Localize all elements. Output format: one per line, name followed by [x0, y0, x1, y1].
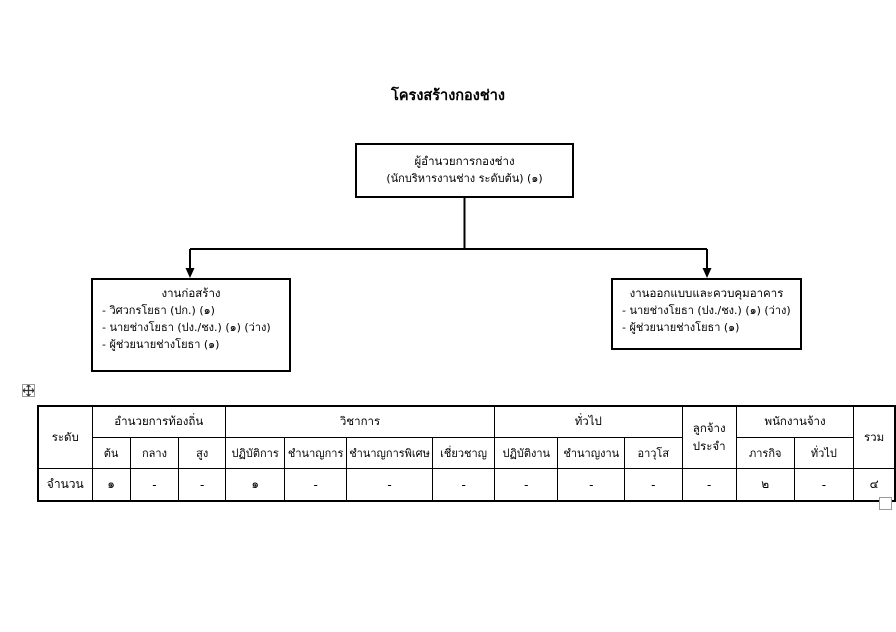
table-resize-handle[interactable]: [879, 497, 892, 510]
cell-thuapai-chamnanngan: -: [557, 468, 626, 502]
subheader-thuapai-chamnanngan: ชำนาญงาน: [557, 437, 626, 469]
subheader-phanakngan-phakit: ภารกิจ: [735, 437, 795, 469]
org-box-director[interactable]: ผู้อำนวยการกองช่าง (นักบริหารงานช่าง ระด…: [355, 143, 574, 198]
cell-ruam: ๔: [853, 468, 896, 502]
cell-wichakan-patibatkan: ๑: [224, 468, 286, 502]
org-box-design-division[interactable]: งานออกแบบและควบคุมอาคาร - นายช่างโยธา (ป…: [611, 278, 802, 350]
subheader-thuapai-awuso: อาวุโส: [624, 437, 683, 469]
design-position-2: - ผู้ช่วยนายช่างโยธา (๑): [622, 321, 740, 334]
table-group-header-row: ระดับ อำนวยการท้องถิ่น วิชาการ ทั่วไป ลู…: [37, 405, 896, 469]
cell-wichakan-chamnankan: -: [284, 468, 347, 502]
subheader-wichakan-chamnankan-phiset: ชำนาญการพิเศษ: [345, 437, 434, 469]
cell-amnuaykan-ton: ๑: [91, 468, 131, 502]
data-row-label: จำนวน: [37, 468, 93, 502]
construction-division-name: งานก่อสร้าง: [161, 286, 221, 300]
table-sub-header-row: ต้น กลาง สูง ปฏิบัติการ ชำนาญการ ชำนาญกา…: [38, 437, 895, 469]
cell-phanakngan-thuapai: -: [793, 468, 855, 502]
group-header-ruam: รวม: [853, 405, 896, 469]
design-position-1: - นายช่างโยธา (ปง./ชง.) (๑) (ว่าง): [622, 304, 791, 317]
director-subtitle: (นักบริหารงานช่าง ระดับต้น) (๑): [386, 172, 543, 185]
subheader-wichakan-chamnankan: ชำนาญการ: [284, 437, 347, 469]
subheader-phanakngan-thuapai: ทั่วไป: [793, 437, 855, 469]
cell-amnuaykan-klang: -: [129, 468, 180, 502]
page-title: โครงสร้างกองช่าง: [391, 88, 505, 104]
group-header-thuapai: ทั่วไป: [494, 405, 683, 438]
cell-thuapai-patibatngan: -: [494, 468, 559, 502]
subheader-thuapai-patibatngan: ปฏิบัติงาน: [494, 437, 559, 469]
staff-level-table[interactable]: ระดับ อำนวยการท้องถิ่น วิชาการ ทั่วไป ลู…: [37, 405, 896, 502]
table-row: จำนวน ๑ - - ๑ - - - - - - - ๒ - ๔: [37, 468, 896, 502]
construction-position-3: - ผู้ช่วยนายช่างโยธา (๑): [102, 338, 220, 351]
group-header-amnuaykan: อำนวยการท้องถิ่น: [91, 405, 226, 438]
construction-position-2: - นายช่างโยธา (ปง./ชง.) (๑) (ว่าง): [102, 321, 271, 334]
group-header-wichakan: วิชาการ: [224, 405, 496, 438]
cell-amnuaykan-sung: -: [178, 468, 226, 502]
cell-wichakan-chiaochan: -: [432, 468, 496, 502]
staff-table-wrapper[interactable]: ระดับ อำนวยการท้องถิ่น วิชาการ ทั่วไป ลู…: [37, 405, 896, 502]
cell-wichakan-chamnankan-phiset: -: [345, 468, 434, 502]
cell-lukchang-prajam: -: [681, 468, 737, 502]
cell-phanakngan-phakit: ๒: [735, 468, 795, 502]
director-title: ผู้อำนวยการกองช่าง: [414, 154, 515, 168]
construction-position-1: - วิศวกรโยธา (ปก.) (๑): [102, 304, 215, 317]
org-box-construction-division[interactable]: งานก่อสร้าง - วิศวกรโยธา (ปก.) (๑) - นาย…: [91, 278, 291, 372]
subheader-wichakan-chiaochan: เชี่ยวชาญ: [432, 437, 496, 469]
subheader-amnuaykan-sung: สูง: [178, 437, 226, 469]
table-move-handle[interactable]: [22, 384, 35, 397]
group-header-lukchang-prajam: ลูกจ้างประจำ: [681, 405, 737, 469]
group-header-phanakngan-chang: พนักงานจ้าง: [735, 405, 855, 438]
subheader-amnuaykan-ton: ต้น: [91, 437, 131, 469]
design-division-name: งานออกแบบและควบคุมอาคาร: [629, 286, 784, 300]
cell-thuapai-awuso: -: [624, 468, 683, 502]
subheader-amnuaykan-klang: กลาง: [129, 437, 180, 469]
move-cross-icon: [23, 385, 34, 396]
subheader-wichakan-patibatkan: ปฏิบัติการ: [224, 437, 286, 469]
header-level-label: ระดับ: [37, 405, 93, 469]
